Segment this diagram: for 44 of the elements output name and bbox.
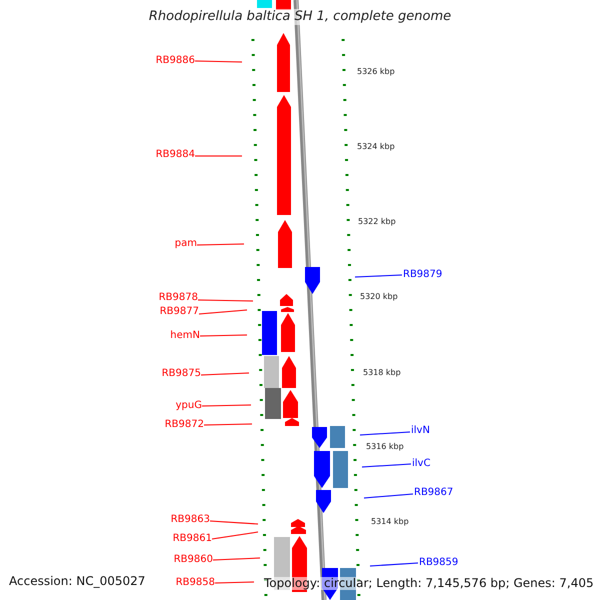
leader-line bbox=[198, 310, 248, 314]
gene-label: RB9872 bbox=[164, 418, 204, 432]
gene-label: ilvC bbox=[412, 457, 430, 471]
gene-label: RB9878 bbox=[158, 291, 198, 305]
genome-info-label: Topology: circular; Length: 7,145,576 bp; Genes: 7,405 bbox=[264, 577, 594, 590]
leader-line bbox=[204, 424, 252, 426]
leader-line bbox=[212, 532, 258, 540]
gene-label: RB9884 bbox=[156, 148, 195, 162]
scale-label: 5320 kbp bbox=[360, 292, 398, 302]
leader-line bbox=[200, 372, 250, 376]
scale-label: 5318 kbp bbox=[363, 368, 401, 378]
scale-label: 5314 kbp bbox=[371, 517, 409, 527]
leader-line bbox=[194, 60, 242, 62]
scale-label: 5326 kbp bbox=[357, 67, 395, 77]
leader-line bbox=[210, 520, 258, 524]
gene-label: pam bbox=[174, 237, 197, 251]
gene-label: RB9879 bbox=[403, 268, 442, 282]
leader-line bbox=[362, 464, 412, 468]
leader-line bbox=[370, 562, 418, 566]
gene-label: RB9863 bbox=[170, 513, 210, 527]
leader-line bbox=[196, 244, 244, 246]
leader-line bbox=[364, 494, 414, 498]
gene-label: RB9867 bbox=[414, 486, 454, 500]
gene-label: RB9877 bbox=[160, 305, 199, 319]
gene-label: ilvN bbox=[411, 424, 430, 438]
gene-label: RB9875 bbox=[162, 367, 201, 381]
gene-label: RB9861 bbox=[172, 532, 212, 546]
scale-label: 5324 kbp bbox=[357, 142, 395, 152]
leader-line bbox=[198, 300, 254, 302]
gene-label: RB9859 bbox=[419, 556, 458, 570]
gene-label: ypuG bbox=[176, 399, 202, 413]
gene-label: RB9860 bbox=[174, 553, 213, 567]
leader-line bbox=[214, 582, 254, 584]
leader-line bbox=[360, 432, 410, 436]
leader-line bbox=[354, 274, 402, 278]
gene-label: RB9886 bbox=[156, 54, 195, 68]
scale-label: 5322 kbp bbox=[358, 217, 396, 227]
gene-label: RB9858 bbox=[176, 576, 215, 590]
leader-line bbox=[202, 404, 252, 406]
leader-line bbox=[212, 558, 260, 560]
leader-line bbox=[200, 334, 248, 336]
gene-label: hemN bbox=[170, 329, 200, 343]
scale-label: 5316 kbp bbox=[366, 442, 404, 452]
accession-label: Accession: NC_005027 bbox=[9, 574, 146, 589]
